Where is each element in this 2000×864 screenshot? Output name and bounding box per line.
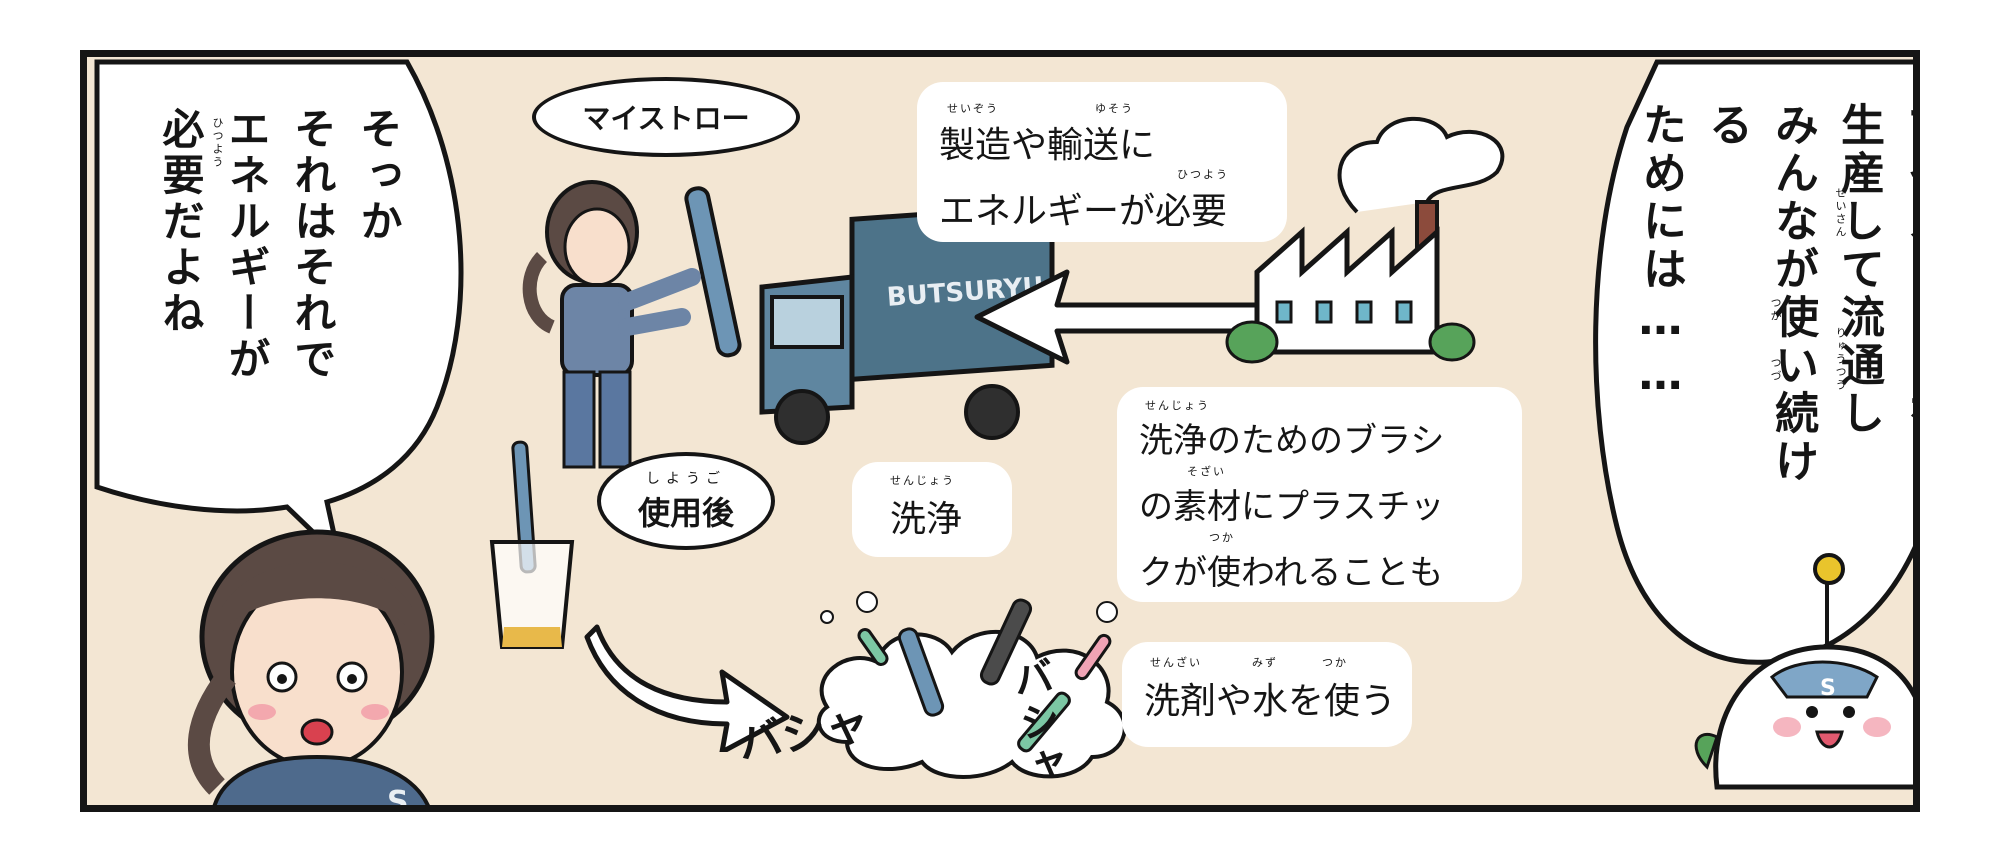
right-speech-line: 生産して流通し xyxy=(1833,102,1884,438)
furigana-hitsuyou: ひつよう xyxy=(1177,168,1229,181)
left-speech-line: それはそれで xyxy=(288,107,337,383)
right-speech-line: ためには…… xyxy=(1635,102,1686,404)
curved-arrow-to-wash xyxy=(584,624,790,752)
delivery-truck: BUTSURYU xyxy=(759,207,1055,445)
furigana-tsuka-right: つか xyxy=(1769,297,1782,323)
furigana-shiyougo: しようご xyxy=(646,471,726,487)
furigana-hitsuyou-left: ひつよう xyxy=(211,117,224,169)
left-speech-line: そっか xyxy=(354,107,403,245)
right-speech-text: マイストローを 生産して流通し みんなが使い続ける ためには…… xyxy=(1627,102,1920,522)
left-speech-text: そっか それはそれで エネルギーが 必要だよね xyxy=(147,107,411,467)
left-speech-line: 必要だよね xyxy=(156,107,205,337)
mascot-character: S xyxy=(1694,553,1913,790)
manufacturing-caption-line1: 製造や輸送に xyxy=(939,125,1156,166)
brush-caption-line1: 洗浄のためのブラシ xyxy=(1139,421,1445,461)
washing-foam xyxy=(816,591,1155,779)
my-straw-label: マイストロー xyxy=(532,77,800,157)
worried-girl: S xyxy=(187,529,435,812)
left-speech-line: エネルギーが xyxy=(222,107,271,383)
comic-panel: そっか それはそれで エネルギーが 必要だよね ひつよう マイストローを 生産し… xyxy=(80,50,1920,812)
furigana-sozai: そざい xyxy=(1187,465,1226,478)
furigana-seizou: せいぞう xyxy=(947,102,999,115)
furigana-senzai: せんざい xyxy=(1150,656,1202,669)
girl-with-straw xyxy=(522,180,742,469)
brush-caption-box: せんじょう 洗浄のためのブラシ そざい の素材にプラスチッ つか クが使われるこ… xyxy=(1117,387,1522,602)
factory xyxy=(1225,116,1505,364)
right-speech-line: みんなが使い続ける xyxy=(1701,102,1818,486)
furigana-ryuutsuu: りゅうつう xyxy=(1834,327,1847,392)
after-use-text: 使用後 xyxy=(637,494,734,532)
after-use-label: しようご 使用後 xyxy=(597,452,775,550)
furigana-senjou-wash: せんじょう xyxy=(890,474,955,487)
right-speech-bubble xyxy=(1593,59,1913,665)
left-speech-bubble xyxy=(94,59,464,557)
brush-caption-line3: クが使われることも xyxy=(1139,553,1444,593)
furigana-seisan: せいさん xyxy=(1834,187,1847,239)
manufacturing-caption-box: せいぞう ゆそう 製造や輸送に ひつよう エネルギーが必要 xyxy=(917,82,1287,242)
arrow-factory-to-truck xyxy=(974,269,1260,365)
detergent-caption-box: せんざい みず つか 洗剤や水を使う xyxy=(1122,642,1412,747)
brush-caption-line2: の素材にプラスチッ xyxy=(1139,487,1445,527)
cup-with-straw xyxy=(489,440,575,649)
detergent-caption: 洗剤や水を使う xyxy=(1144,681,1397,722)
washing-caption: 洗浄 xyxy=(890,499,963,540)
washing-caption-box: せんじょう 洗浄 xyxy=(852,462,1012,557)
svg-text:S: S xyxy=(387,785,409,812)
svg-text:S: S xyxy=(1820,676,1836,701)
manufacturing-caption-line2: エネルギーが必要 xyxy=(939,191,1228,232)
furigana-yusou: ゆそう xyxy=(1095,102,1134,115)
furigana-tsuka-brush: つか xyxy=(1209,531,1235,544)
furigana-tsuzu: つづ xyxy=(1769,357,1782,383)
furigana-senjou-brush: せんじょう xyxy=(1145,399,1210,412)
right-speech-line: マイストローを xyxy=(1899,102,1920,438)
furigana-mizu: みず xyxy=(1252,656,1278,669)
furigana-tsuka-detergent: つか xyxy=(1322,656,1348,669)
